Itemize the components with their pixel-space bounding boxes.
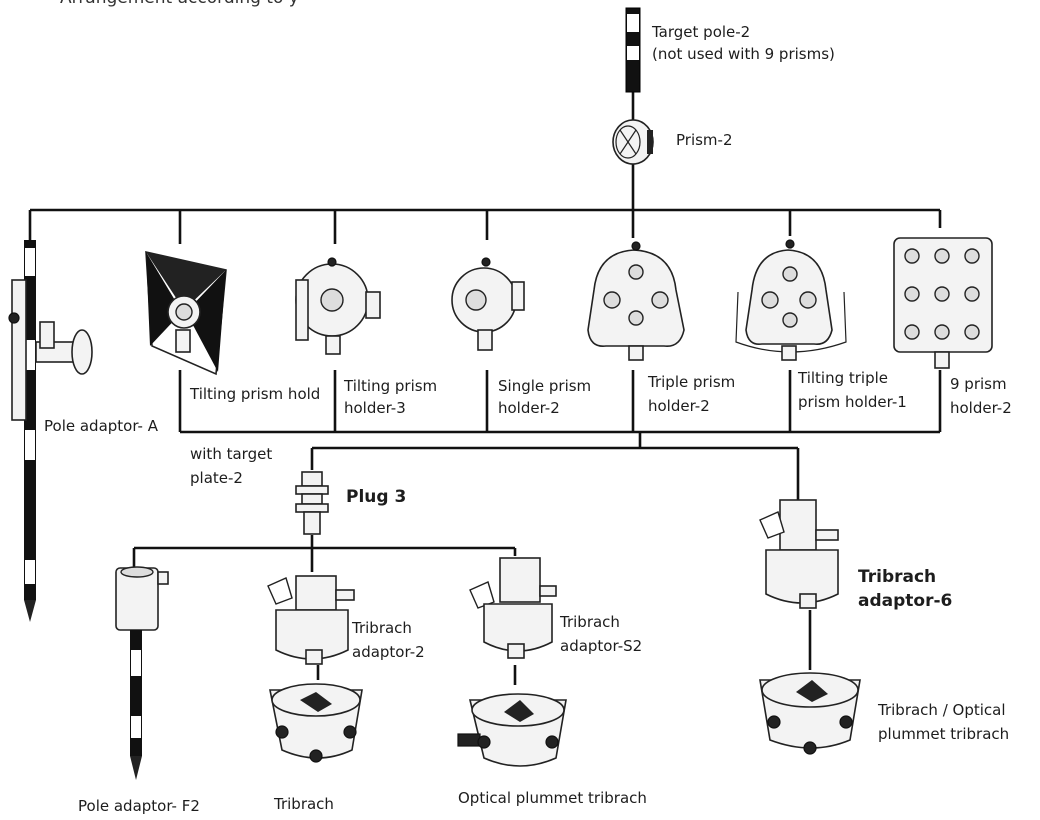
label-tilting-prism-holder: Tilting prism hold [190, 384, 320, 404]
label-tribrach-adaptor-2-b: adaptor-2 [352, 642, 425, 662]
prism-icon [613, 120, 653, 164]
label-triple-prism-a: Triple prism [648, 372, 735, 392]
label-nine-prism-a: 9 prism [950, 374, 1007, 394]
optical-plummet-tribrach-icon [458, 694, 566, 766]
label-tilting-prism-holder-3-a: Tilting prism [344, 376, 437, 396]
label-with-target: with target [190, 444, 272, 464]
tilting-prism-holder-3-icon [296, 258, 380, 354]
label-tribrach-adaptor-s2-b: adaptor-S2 [560, 636, 642, 656]
label-single-prism-a: Single prism [498, 376, 591, 396]
label-tribrach-adaptor-6-a: Tribrach [858, 566, 936, 588]
label-tribrach-adaptor-2-a: Tribrach [352, 618, 412, 638]
header-text: Arrangement according to y [60, 0, 299, 8]
single-prism-holder-2-icon [452, 258, 524, 350]
label-nine-prism-b: holder-2 [950, 398, 1012, 418]
label-single-prism-b: holder-2 [498, 398, 560, 418]
pole-adaptor-f2-icon [116, 567, 168, 780]
label-pole-adaptor-f2: Pole adaptor- F2 [78, 796, 200, 816]
label-tilting-triple-a: Tilting triple [798, 368, 888, 388]
label-tribrach-optical-b: plummet tribrach [878, 724, 1009, 744]
label-tilting-prism-holder-3-b: holder-3 [344, 398, 406, 418]
label-target-pole: Target pole-2 [652, 22, 750, 42]
label-triple-prism-b: holder-2 [648, 396, 710, 416]
tribrach-adaptor-s2-icon [470, 558, 556, 658]
plug-3-icon [296, 472, 328, 534]
tilting-triple-prism-holder-1-icon [736, 240, 846, 360]
label-tribrach-adaptor-6-b: adaptor-6 [858, 590, 952, 612]
tribrach-adaptor-6-icon [760, 500, 838, 608]
tribrach-adaptor-2-icon [268, 576, 354, 664]
label-tribrach: Tribrach [274, 794, 334, 814]
tribrach-icon [270, 684, 362, 762]
label-target-pole-note: (not used with 9 prisms) [652, 44, 835, 64]
label-tribrach-optical-a: Tribrach / Optical [878, 700, 1006, 720]
tribrach-optical-plummet-icon [760, 673, 860, 754]
label-plug-3: Plug 3 [346, 486, 406, 508]
label-pole-adaptor-a: Pole adaptor- A [44, 416, 158, 436]
label-tribrach-adaptor-s2-a: Tribrach [560, 612, 620, 632]
label-optical-plummet-tribrach: Optical plummet tribrach [458, 788, 647, 808]
tilting-prism-holder-target-plate-icon [146, 252, 226, 374]
label-tilting-triple-b: prism holder-1 [798, 392, 907, 412]
nine-prism-holder-2-icon [894, 238, 992, 368]
label-plate: plate-2 [190, 468, 243, 488]
label-prism: Prism-2 [676, 130, 733, 150]
triple-prism-holder-2-icon [588, 242, 684, 360]
target-pole-icon [626, 8, 640, 92]
